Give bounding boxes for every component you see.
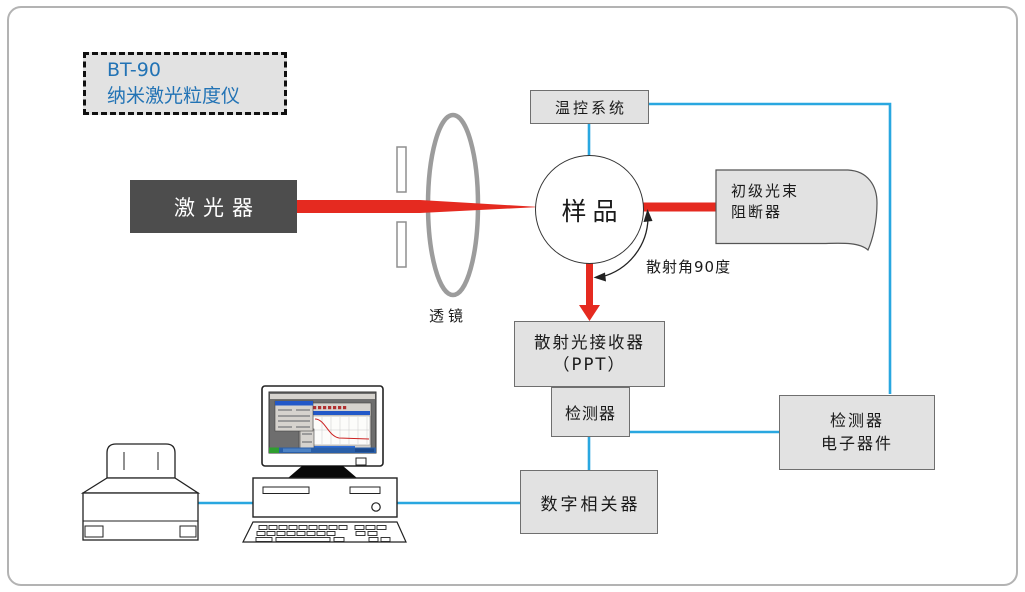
detector-box: 检测器 — [551, 387, 630, 437]
software-dialog — [274, 400, 314, 432]
laser-box: 激光器 — [130, 180, 297, 233]
connector-temp-to-electronics — [649, 102, 892, 394]
digital-correlator-box: 数字相关器 — [520, 470, 658, 534]
connector-lines — [198, 102, 892, 505]
receiver-box: 散射光接收器 （PPT） — [514, 321, 665, 387]
beam-blocker-shape — [715, 169, 878, 251]
monitor-stand — [288, 466, 357, 478]
aperture-slits — [396, 146, 407, 268]
beam-blocker-label: 初级光束 阻断器 — [731, 182, 800, 221]
sample-circle: 样品 — [535, 155, 644, 264]
lens-label: 透镜 — [429, 307, 468, 325]
laser-beam — [297, 200, 716, 321]
printer-paper-tray — [106, 443, 176, 479]
title-product-name: 纳米激光粒度仪 — [107, 84, 241, 107]
detector-electronics-box: 检测器 电子器件 — [779, 395, 935, 470]
printer-illustration — [80, 443, 201, 541]
scatter-arrow-head — [579, 305, 600, 321]
monitor-power-button — [355, 457, 367, 466]
title-model: BT-90 — [107, 59, 161, 82]
arc-arrowhead-up — [643, 209, 653, 222]
computer-illustration — [242, 385, 407, 543]
beam-to-blocker — [640, 202, 716, 212]
title-box: BT-90 纳米激光粒度仪 — [83, 52, 287, 115]
beam-converging — [297, 200, 540, 213]
case-power-button — [371, 502, 381, 512]
keyboard — [242, 521, 407, 543]
scatter-angle-arc — [593, 209, 653, 282]
printer-lid — [80, 477, 201, 494]
screen-chart-curve — [314, 418, 370, 440]
arc-arrowhead-left — [593, 272, 606, 282]
scatter-angle-label: 散射角90度 — [646, 258, 732, 276]
temp-control-box: 温控系统 — [530, 90, 649, 124]
scatter-arrow-shaft — [586, 262, 593, 307]
